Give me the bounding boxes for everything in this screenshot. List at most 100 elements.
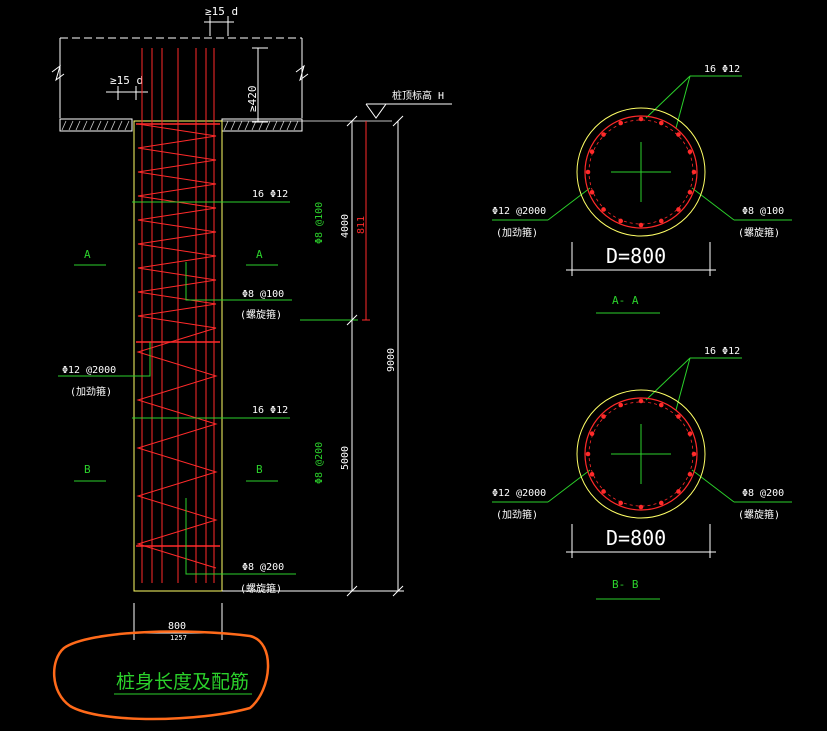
section-mark-a-right: A xyxy=(246,248,278,266)
pile-outline-circle xyxy=(576,389,706,519)
main-bar-a-label: 16 Φ12 xyxy=(252,189,288,200)
spiral-leader-a: Φ8 @100 (螺旋箍) xyxy=(185,262,292,321)
pile-outline-circle xyxy=(576,107,706,237)
section-a-left-label: A xyxy=(84,248,91,261)
main-bar-dot xyxy=(676,207,681,212)
main-bar-dot xyxy=(601,132,606,137)
main-bar-dot xyxy=(658,120,664,126)
main-bar-dot xyxy=(658,500,664,506)
left-anchor-dimension: ≥15 d xyxy=(106,74,148,100)
main-bar-dot xyxy=(589,189,595,195)
spiral-a-note: (螺旋箍) xyxy=(240,308,282,321)
section-aa-diameter: D=800 xyxy=(606,244,666,268)
caption-text: 桩身长度及配筋 xyxy=(116,671,249,693)
main-bar-dot xyxy=(687,471,693,477)
hatch-line xyxy=(230,120,236,131)
section-aa-main-bar: 16 Φ12 xyxy=(704,64,740,75)
section-bb-spiral-note: (螺旋箍) xyxy=(738,508,780,521)
section-bb-main-bar: 16 Φ12 xyxy=(704,346,740,357)
section-bb-diameter: D=800 xyxy=(606,526,666,550)
section-aa-stiffener-note: (加劲箍) xyxy=(496,226,538,239)
zone-a-dimension: 4000 Φ8 @100 xyxy=(300,115,358,326)
main-bar-dot xyxy=(601,207,606,212)
hatch-line xyxy=(237,120,243,131)
anchor-length-dimension: ≥420 xyxy=(246,47,268,123)
hatch-line xyxy=(272,120,278,131)
section-bb-stiffener-note: (加劲箍) xyxy=(496,508,538,521)
main-bar-dot xyxy=(585,451,591,457)
main-bar-dot xyxy=(658,218,664,224)
hatch-line xyxy=(75,120,81,131)
zone-b-dimension: 5000 Φ8 @200 xyxy=(314,320,358,597)
section-bb: 16 Φ12 Φ12 @2000 (加劲箍) Φ8 @200 (螺旋箍) D=8… xyxy=(492,346,792,600)
main-bar-dot xyxy=(601,489,606,494)
total-length-dimension: 9000 xyxy=(222,115,404,597)
main-bar-dot xyxy=(618,500,624,506)
section-bb-title: B- B xyxy=(612,578,639,591)
spiral-circle xyxy=(584,397,698,511)
section-circles xyxy=(576,107,706,519)
section-b-right-label: B xyxy=(256,463,263,476)
hatch-line xyxy=(293,120,299,131)
width-dimension: 800 1257 xyxy=(128,603,228,642)
main-bar-dot xyxy=(638,398,644,404)
main-bar-dot xyxy=(676,489,681,494)
stiffener-leader: Φ12 @2000 (加劲箍) xyxy=(58,342,151,398)
main-bar-dot xyxy=(618,120,624,126)
section-bb-spiral: Φ8 @200 xyxy=(742,488,784,499)
main-bar-dot xyxy=(691,169,697,175)
hatch-line xyxy=(117,120,123,131)
section-b-left-label: B xyxy=(84,463,91,476)
hatch-line xyxy=(89,120,95,131)
hatch-line xyxy=(110,120,116,131)
section-aa: 16 Φ12 Φ12 @2000 (加劲箍) Φ8 @100 (螺旋箍) D=8… xyxy=(492,64,792,314)
section-aa-spiral: Φ8 @100 xyxy=(742,206,784,217)
spiral-b-note: (螺旋箍) xyxy=(240,582,282,595)
spiral-stirrup xyxy=(136,123,220,569)
main-bar-dot xyxy=(618,218,624,224)
spiral-leader-b: Φ8 @200 (螺旋箍) xyxy=(185,498,296,595)
main-bar-dot xyxy=(618,402,624,408)
hatch-line xyxy=(223,120,229,131)
hatch-line xyxy=(96,120,102,131)
main-bar-dot xyxy=(589,149,595,155)
zone-a-sub-dimension: 811 xyxy=(356,121,370,321)
stiffener-note: (加劲箍) xyxy=(70,385,112,398)
main-bar-leader-a: 16 Φ12 xyxy=(132,189,290,203)
hatch-line xyxy=(265,120,271,131)
total-length: 9000 xyxy=(386,348,397,372)
zone-a-bar: Φ8 @100 xyxy=(314,202,325,244)
spiral-b-label: Φ8 @200 xyxy=(242,562,284,573)
hatch-line xyxy=(286,120,292,131)
main-bar-dot xyxy=(601,414,606,419)
section-aa-stiffener: Φ12 @2000 xyxy=(492,206,546,217)
spiral-a-label: Φ8 @100 xyxy=(242,289,284,300)
left-anchor-label: ≥15 d xyxy=(110,74,143,87)
zone-b-length: 5000 xyxy=(340,446,351,470)
zone-b-bar: Φ8 @200 xyxy=(314,442,325,484)
caption: 桩身长度及配筋 xyxy=(52,630,270,721)
main-bar-dot xyxy=(638,504,644,510)
main-bar-b-label: 16 Φ12 xyxy=(252,405,288,416)
stiffener-label: Φ12 @2000 xyxy=(62,365,116,376)
main-rebars xyxy=(141,48,215,583)
main-bar-dot xyxy=(589,431,595,437)
zone-a-length: 4000 xyxy=(340,214,351,238)
hatch-line xyxy=(61,120,67,131)
hatch-line xyxy=(279,120,285,131)
main-bar-leader-b: 16 Φ12 xyxy=(132,405,290,419)
main-bar-dot xyxy=(589,471,595,477)
pile-top-elevation-marker: 桩顶标高 H xyxy=(222,89,452,122)
section-aa-spiral-note: (螺旋箍) xyxy=(738,226,780,239)
hatch-line xyxy=(124,120,130,131)
top-anchor-label: ≥15 d xyxy=(205,5,238,18)
main-bar-dot xyxy=(676,414,681,419)
main-bar-dot xyxy=(638,222,644,228)
hatch-line xyxy=(244,120,250,131)
main-bar-dot xyxy=(676,132,681,137)
section-bb-stiffener: Φ12 @2000 xyxy=(492,488,546,499)
width-label: 800 xyxy=(168,621,186,632)
pile-body xyxy=(133,48,223,592)
spiral-line xyxy=(136,123,218,569)
